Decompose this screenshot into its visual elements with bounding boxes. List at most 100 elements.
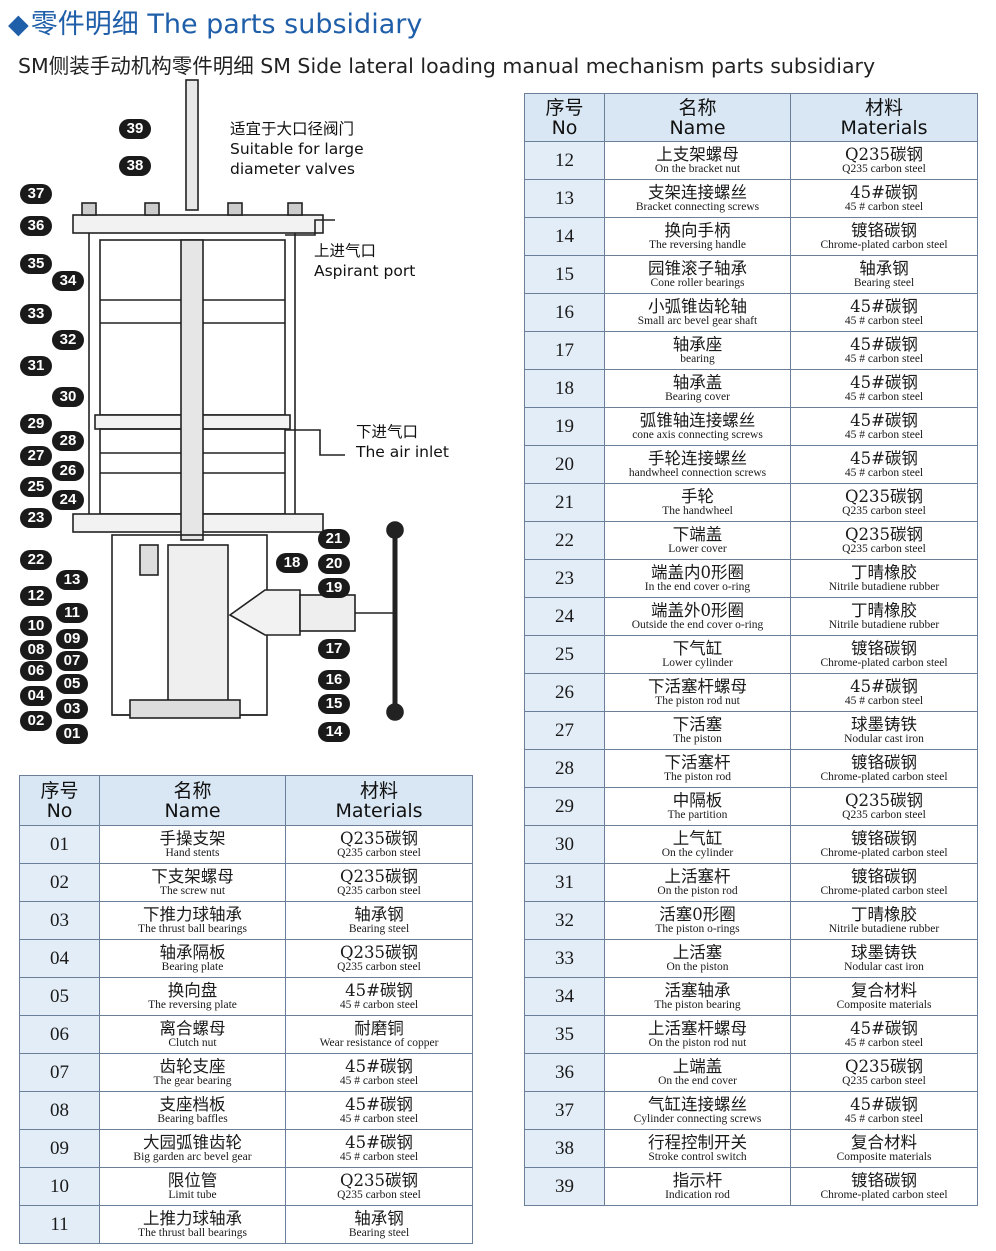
- part-name-en: Bearing plate: [161, 960, 224, 973]
- callout-09: 09: [56, 629, 88, 649]
- material-en: Chrome-plated carbon steel: [820, 846, 948, 859]
- cell-no: 14: [524, 217, 605, 256]
- callout-14: 14: [318, 722, 350, 742]
- cell-no: 30: [524, 825, 605, 864]
- material-zh: 45#碳钢: [345, 1094, 413, 1114]
- part-name-zh: 中隔板: [672, 790, 723, 810]
- material-zh: 复合材料: [851, 1132, 917, 1152]
- material-zh: 45#碳钢: [850, 182, 918, 202]
- part-name-en: The thrust ball bearings: [138, 922, 247, 935]
- part-name-en: Stroke control switch: [648, 1150, 747, 1163]
- cell-no: 34: [524, 977, 605, 1016]
- note-air-inlet: 下进气口 The air inlet: [356, 423, 449, 461]
- material-en: Q235 carbon steel: [337, 884, 421, 897]
- part-name-en: The gear bearing: [153, 1074, 232, 1087]
- callout-12: 12: [20, 586, 52, 606]
- callout-30: 30: [52, 387, 84, 407]
- part-name-zh: 下气缸: [672, 638, 723, 658]
- material-zh: 丁晴橡胶: [851, 562, 917, 582]
- callout-29: 29: [20, 414, 52, 434]
- cell-no: 35: [524, 1015, 605, 1054]
- part-name-en: Bearing cover: [665, 390, 730, 403]
- callout-38: 38: [119, 156, 151, 176]
- part-name-en: handwheel connection screws: [628, 466, 767, 479]
- part-number: 29: [555, 795, 574, 817]
- part-name-en: In the end cover o-ring: [644, 580, 751, 593]
- material-zh: 轴承钢: [859, 258, 909, 278]
- material-zh: 45#碳钢: [850, 448, 918, 468]
- part-name-en: Bracket connecting screws: [635, 200, 760, 213]
- part-name-zh: 上活塞: [672, 942, 723, 962]
- part-name-en: The screw nut: [159, 884, 226, 897]
- callout-33: 33: [20, 304, 52, 324]
- part-number: 22: [555, 529, 574, 551]
- mechanism-drawing: [72, 79, 404, 721]
- material-en: Wear resistance of copper: [319, 1036, 439, 1049]
- callout-24: 24: [52, 490, 84, 510]
- material-en: 45 # carbon steel: [339, 1074, 419, 1087]
- part-name-en: Indication rod: [665, 1188, 730, 1201]
- callout-26: 26: [52, 461, 84, 481]
- material-en: Composite materials: [836, 1150, 932, 1163]
- cell-no: 39: [524, 1167, 605, 1206]
- callout-35: 35: [20, 254, 52, 274]
- part-name-zh: 换向盘: [167, 980, 218, 1000]
- part-name-zh: 端盖外0形圈: [651, 600, 744, 620]
- callout-17: 17: [318, 639, 350, 659]
- cell-no: 16: [524, 293, 605, 332]
- part-name-zh: 手轮: [681, 486, 714, 506]
- page-title: ◆零件明细 The parts subsidiary: [8, 2, 422, 41]
- material-zh: 复合材料: [851, 980, 917, 1000]
- material-zh: Q235碳钢: [339, 828, 419, 848]
- material-en: Q235 carbon steel: [337, 960, 421, 973]
- material-zh: 45#碳钢: [850, 334, 918, 354]
- part-name-zh: 支座档板: [159, 1094, 226, 1114]
- mechanism-diagram: 适宜于大口径阀门 Suitable for large diameter val…: [0, 75, 520, 755]
- part-number: 38: [555, 1137, 574, 1159]
- part-name-en: The reversing handle: [648, 238, 747, 251]
- part-name-en: Lower cover: [668, 542, 727, 555]
- part-name-en: On the cylinder: [661, 846, 734, 859]
- part-name-en: The partition: [667, 808, 728, 821]
- material-zh: 镀铬碳钢: [851, 220, 917, 240]
- part-name-zh: 下端盖: [672, 524, 723, 544]
- part-number: 23: [555, 567, 574, 589]
- cell-no: 23: [524, 559, 605, 598]
- material-zh: 45#碳钢: [850, 372, 918, 392]
- part-number: 39: [555, 1175, 574, 1197]
- part-name-en: The piston: [673, 732, 722, 745]
